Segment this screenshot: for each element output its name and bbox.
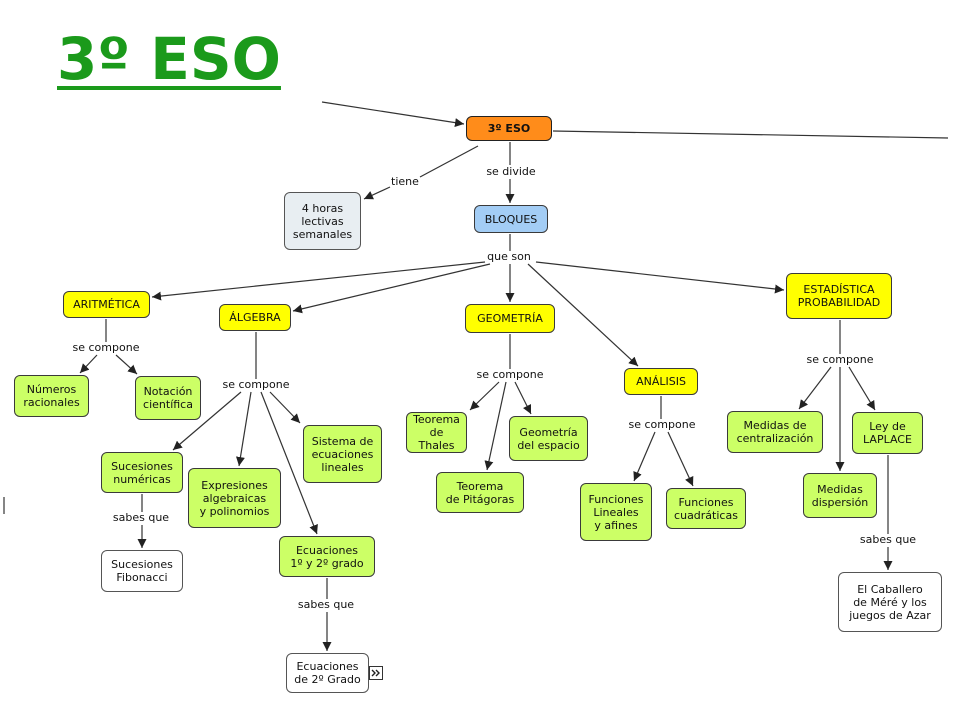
concept-ecuaciones-1-2: Ecuaciones 1º y 2º grado bbox=[279, 536, 375, 577]
concept-medidas-centralizacion: Medidas de centralización bbox=[727, 411, 823, 453]
connector-se-compone-sucesiones bbox=[172, 391, 242, 451]
linking-phrase-sucesiones-sabes-que: sabes que bbox=[112, 511, 170, 524]
concept-caballero-mere: El Caballero de Méré y los juegos de Aza… bbox=[838, 572, 942, 632]
connector-se-compone-funciones-lineales bbox=[633, 431, 656, 482]
linking-phrase-estadistica-se-compone: se compone bbox=[806, 353, 874, 366]
concept-numeros-racionales: Números racionales bbox=[14, 375, 89, 417]
concept-aritmetica: ARITMÉTICA bbox=[63, 291, 150, 318]
double-chevron-right-icon bbox=[371, 669, 380, 677]
linking-phrase-aritmetica-se-compone: se compone bbox=[72, 341, 140, 354]
connector-se-compone-numeros bbox=[79, 354, 98, 374]
connector-se-compone-ecuaciones bbox=[260, 391, 318, 535]
concept-bloques: BLOQUES bbox=[474, 205, 548, 233]
concept-root: 3º ESO bbox=[466, 116, 552, 141]
connector-se-compone-geometria-espacio bbox=[514, 381, 532, 415]
connector-outgoing-root bbox=[552, 130, 949, 139]
concept-funciones-cuadraticas: Funciones cuadráticas bbox=[666, 488, 746, 529]
connector-tiene-hours bbox=[363, 186, 391, 200]
connector-que-son-estadistica bbox=[535, 261, 785, 294]
connector-se-compone-pitagoras bbox=[484, 381, 507, 471]
concept-funciones-lineales: Funciones Lineales y afines bbox=[580, 483, 652, 541]
linking-phrase-algebra-se-compone: se compone bbox=[222, 378, 290, 391]
connector-que-son-aritmetica bbox=[151, 261, 486, 301]
linking-phrase-que-son: que son bbox=[487, 250, 531, 263]
linking-phrase-geometria-se-compone: se compone bbox=[476, 368, 544, 381]
linking-phrase-laplace-sabes-que: sabes que bbox=[859, 533, 917, 546]
concept-geometria-espacio: Geometría del espacio bbox=[509, 416, 588, 461]
concept-teorema-pitagoras: Teorema de Pitágoras bbox=[436, 472, 524, 513]
linking-phrase-tiene: tiene bbox=[391, 175, 419, 188]
page-title: 3º ESO bbox=[57, 25, 281, 93]
concept-sucesiones-fibonacci: Sucesiones Fibonacci bbox=[101, 550, 183, 592]
concept-notacion-cientifica: Notación científica bbox=[135, 376, 201, 420]
connector-se-compone-notacion bbox=[115, 354, 138, 375]
concept-analisis: ANÁLISIS bbox=[624, 368, 698, 395]
connector-root-tiene bbox=[419, 145, 479, 178]
connector-que-son-analisis bbox=[527, 263, 639, 367]
connector-se-compone-centralizacion bbox=[798, 366, 832, 410]
linking-phrase-se-divide: se divide bbox=[486, 165, 536, 178]
concept-ecuaciones-2-grado: Ecuaciones de 2º Grado bbox=[286, 653, 369, 693]
connector-que-son-algebra bbox=[292, 263, 491, 314]
connector-se-compone-laplace bbox=[848, 366, 876, 411]
concept-medidas-dispersion: Medidas dispersión bbox=[803, 473, 877, 518]
concept-geometria: GEOMETRÍA bbox=[465, 304, 555, 333]
concept-hours: 4 horas lectivas semanales bbox=[284, 192, 361, 250]
linking-phrase-analisis-se-compone: se compone bbox=[628, 418, 696, 431]
connector-se-compone-expresiones bbox=[235, 391, 252, 467]
resource-link-icon[interactable] bbox=[369, 666, 383, 680]
concept-ley-laplace: Ley de LAPLACE bbox=[852, 412, 923, 454]
connector-se-compone-sistema bbox=[269, 391, 301, 424]
concept-expresiones-algebraicas: Expresiones algebraicas y polinomios bbox=[188, 468, 281, 528]
linking-phrase-ecuaciones-sabes-que: sabes que bbox=[297, 598, 355, 611]
concept-teorema-thales: Teorema de Thales bbox=[406, 412, 467, 453]
connector-incoming-root bbox=[321, 101, 465, 128]
connector-se-compone-funciones-cuadraticas bbox=[667, 431, 694, 487]
concept-sucesiones-numericas: Sucesiones numéricas bbox=[101, 452, 183, 493]
concept-sistema-ecuaciones: Sistema de ecuaciones lineales bbox=[303, 425, 382, 483]
connector-se-compone-thales bbox=[469, 381, 500, 411]
concept-algebra: ÁLGEBRA bbox=[219, 304, 291, 331]
concept-estadistica: ESTADÍSTICA PROBABILIDAD bbox=[786, 273, 892, 319]
